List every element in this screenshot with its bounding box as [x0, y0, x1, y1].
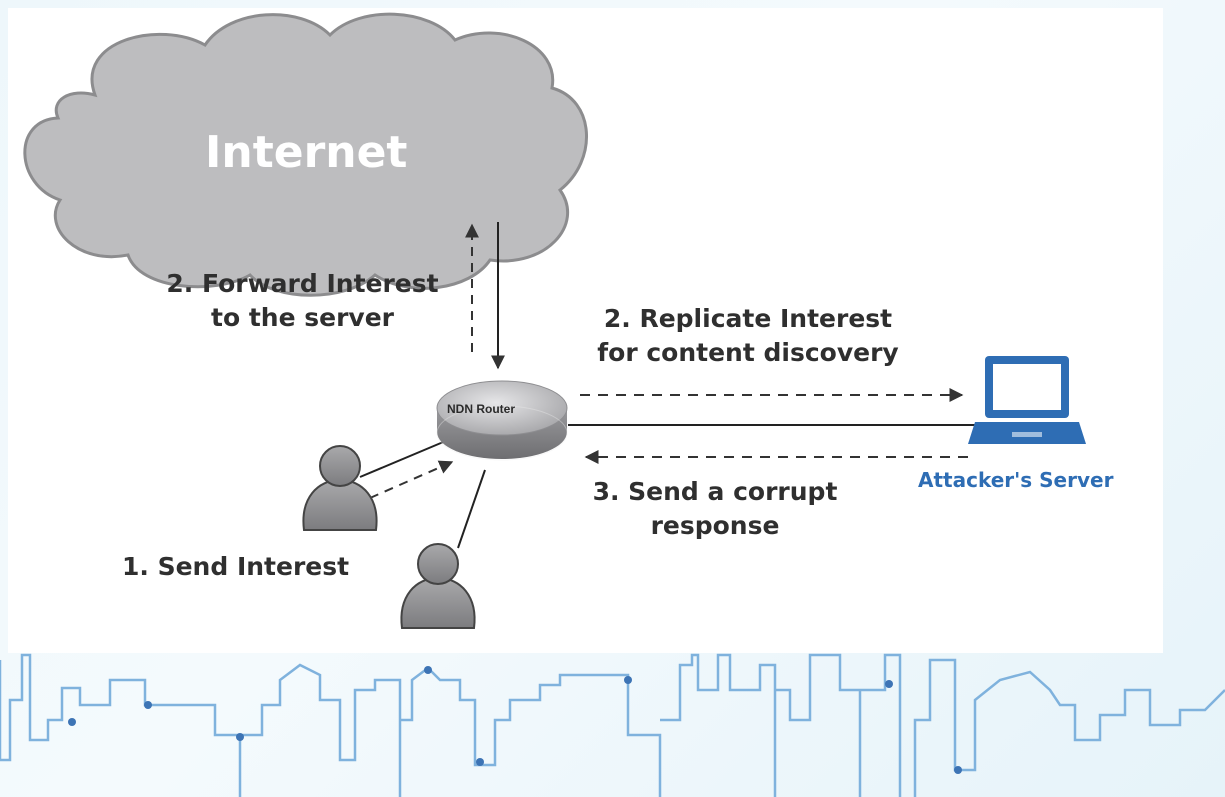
- router-label: NDN Router: [447, 402, 515, 416]
- ndn-router-icon: [436, 380, 568, 461]
- forward-interest-line2: to the server: [211, 303, 394, 332]
- replicate-interest-label: 2. Replicate Interest for content discov…: [578, 302, 918, 370]
- send-interest-label: 1. Send Interest: [122, 552, 350, 581]
- user2-router-link: [457, 469, 486, 549]
- internet-label: Internet: [205, 127, 408, 178]
- user-icon: [302, 445, 378, 531]
- corrupt-response-line2: response: [650, 511, 780, 540]
- internet-cloud: [23, 12, 589, 297]
- corrupt-response-line1: 3. Send a corrupt: [592, 477, 838, 506]
- city-skyline-decoration: [0, 653, 1225, 797]
- replicate-interest-line2: for content discovery: [597, 338, 899, 367]
- replicate-interest-line1: 2. Replicate Interest: [603, 304, 893, 333]
- laptop-icon: [968, 356, 1086, 444]
- user1-router-link: [359, 439, 449, 478]
- attackers-server-label: Attacker's Server: [918, 468, 1114, 492]
- forward-interest-label: 2. Forward Interest to the server: [150, 267, 455, 335]
- forward-interest-line1: 2. Forward Interest: [166, 269, 439, 298]
- user-icon: [400, 543, 476, 629]
- skyline-dots: [68, 666, 962, 774]
- corrupt-response-label: 3. Send a corrupt response: [580, 475, 850, 543]
